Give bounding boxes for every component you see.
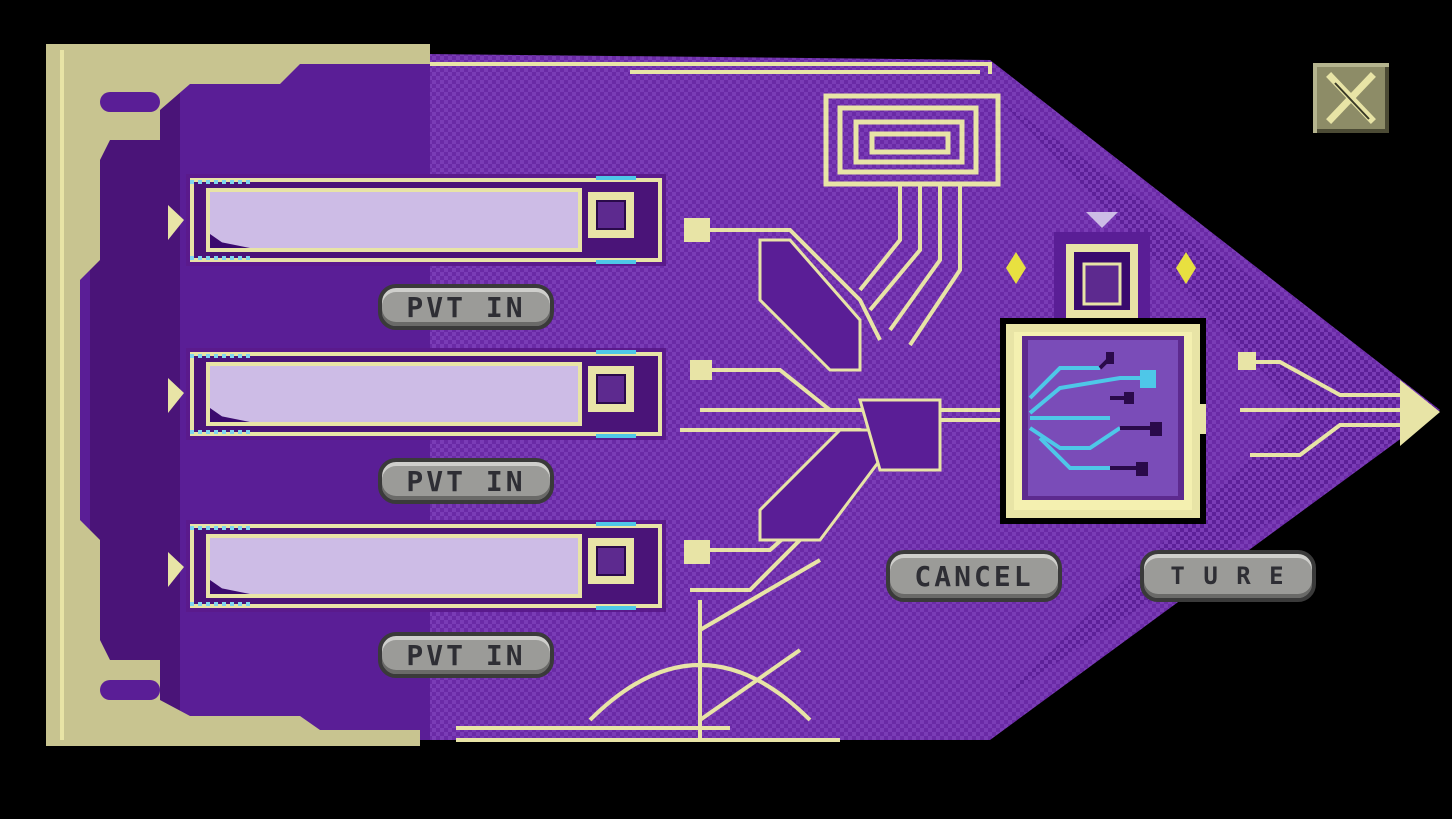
ingredient-slot-2[interactable] [186, 348, 666, 440]
slot-socket-icon [588, 538, 634, 584]
cancel-button[interactable]: CANCEL [886, 550, 1062, 602]
put-in-label: PVT IN [406, 464, 526, 498]
put-in-button-2[interactable]: PVT IN [378, 458, 554, 504]
close-button[interactable] [1313, 63, 1389, 133]
ingredient-slot-3[interactable] [186, 520, 666, 612]
slot-socket-icon [588, 366, 634, 412]
spark-icon [1006, 252, 1196, 284]
usb-circuit-icon [1000, 318, 1206, 524]
confirm-label: T U R E [1170, 562, 1286, 590]
slot-socket-icon [588, 192, 634, 238]
ingredient-slot-1[interactable] [186, 174, 666, 266]
put-in-label: PVT IN [406, 638, 526, 672]
ingredient-field[interactable] [206, 534, 582, 598]
cancel-label: CANCEL [914, 559, 1034, 593]
put-in-button-1[interactable]: PVT IN [378, 284, 554, 330]
ingredient-field[interactable] [206, 188, 582, 252]
put-in-button-3[interactable]: PVT IN [378, 632, 554, 678]
put-in-label: PVT IN [406, 290, 526, 324]
ingredient-field[interactable] [206, 362, 582, 426]
confirm-button[interactable]: T U R E [1140, 550, 1316, 602]
close-icon [1326, 72, 1376, 124]
